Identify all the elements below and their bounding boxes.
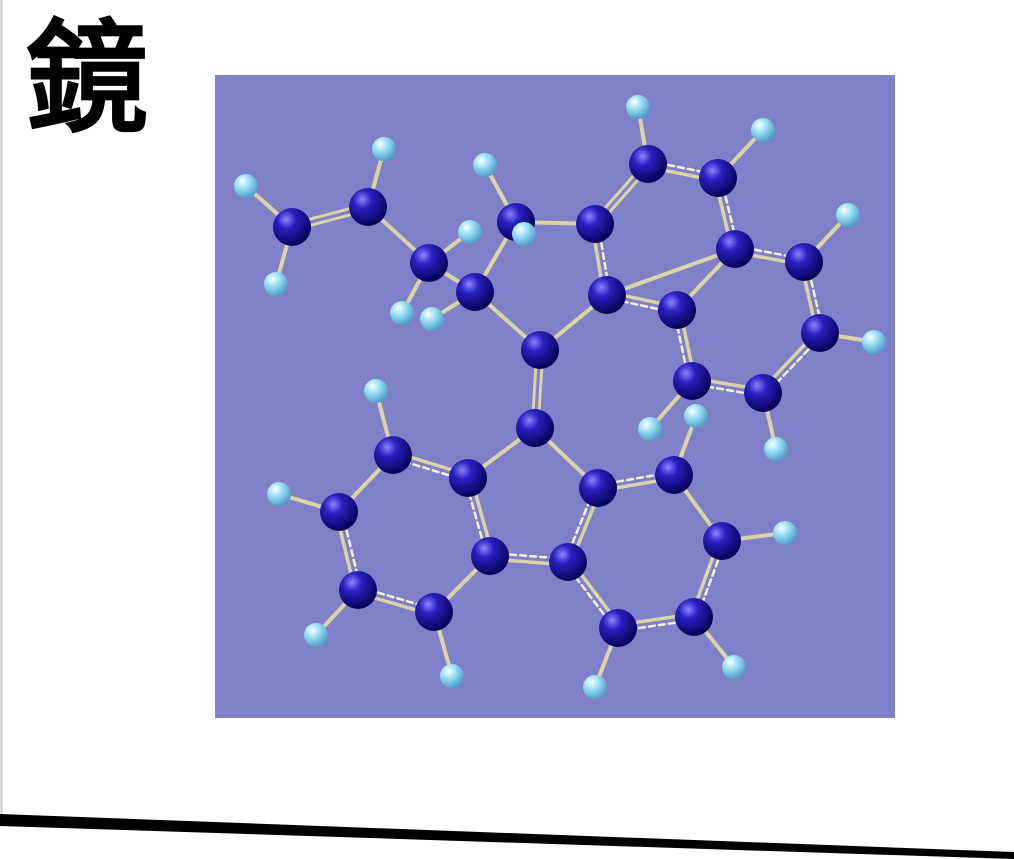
hydrogen-atom	[234, 174, 258, 198]
carbon-atom	[658, 291, 696, 329]
carbon-atom	[349, 188, 387, 226]
hydrogen-atom	[722, 655, 746, 679]
hydrogen-atom	[764, 437, 788, 461]
carbon-atom	[374, 436, 412, 474]
hydrogen-atom	[684, 404, 708, 428]
hydrogen-atom	[364, 379, 388, 403]
hydrogen-atom	[267, 482, 291, 506]
carbon-atom	[449, 459, 487, 497]
carbon-atom	[655, 456, 693, 494]
hydrogen-atom	[638, 417, 662, 441]
carbon-atom	[599, 609, 637, 647]
carbon-atom	[576, 205, 614, 243]
hydrogen-atom	[390, 301, 414, 325]
bottom-rule-line	[0, 814, 1014, 859]
molecule-viewer[interactable]	[215, 75, 895, 718]
carbon-atom	[703, 522, 741, 560]
hydrogen-atom	[473, 153, 497, 177]
carbon-atom	[629, 145, 667, 183]
page-title: 鏡	[26, 8, 148, 150]
hydrogen-atom	[304, 623, 328, 647]
carbon-atom	[699, 159, 737, 197]
carbon-atom	[339, 571, 377, 609]
hydrogen-atom	[458, 220, 482, 244]
hydrogen-atom	[372, 137, 396, 161]
single-bond	[605, 247, 737, 297]
carbon-atom	[410, 244, 448, 282]
viewport-background	[215, 75, 895, 718]
carbon-atom	[744, 374, 782, 412]
hydrogen-atom	[773, 521, 797, 545]
carbon-atom	[415, 593, 453, 631]
hydrogen-atom	[751, 118, 775, 142]
carbon-atom	[521, 331, 559, 369]
hydrogen-atom	[440, 664, 464, 688]
carbon-atom	[320, 493, 358, 531]
carbon-atom	[785, 243, 823, 281]
hydrogen-atom	[836, 203, 860, 227]
hydrogen-atom	[264, 272, 288, 296]
hydrogen-atom	[512, 222, 536, 246]
hydrogen-atom	[583, 675, 607, 699]
carbon-atom	[716, 230, 754, 268]
carbon-atom	[673, 362, 711, 400]
carbon-atom	[675, 598, 713, 636]
carbon-atom	[471, 537, 509, 575]
carbon-atom	[588, 276, 626, 314]
atoms-layer	[234, 95, 886, 699]
hydrogen-atom	[420, 307, 444, 331]
carbon-atom	[273, 208, 311, 246]
carbon-atom	[456, 273, 494, 311]
hydrogen-atom	[626, 95, 650, 119]
carbon-atom	[579, 469, 617, 507]
carbon-atom	[516, 409, 554, 447]
carbon-atom	[549, 543, 587, 581]
hydrogen-atom	[862, 330, 886, 354]
carbon-atom	[801, 314, 839, 352]
